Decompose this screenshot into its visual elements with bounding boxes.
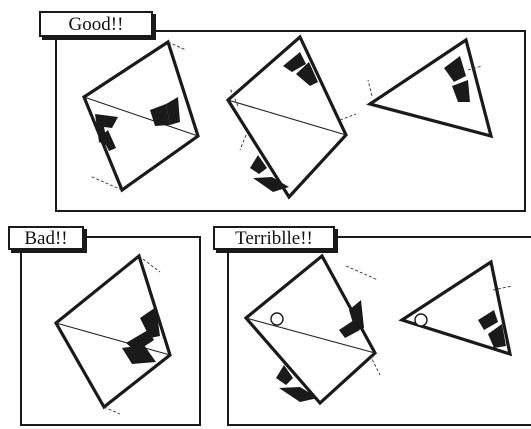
terrible-figure-1: [246, 256, 380, 403]
good-figure-2-mark-bottom: [250, 155, 289, 192]
bad-figure-mark: [122, 307, 160, 364]
good-figure-3: [368, 40, 491, 136]
terrible-figure-2: [402, 262, 512, 354]
good-figure-2-mark-top: [283, 52, 318, 86]
good-figure-3-mark: [444, 56, 470, 102]
good-figure-1-mark-a: [95, 114, 118, 151]
good-figure-1: [84, 42, 198, 190]
bad-label: Bad!!: [8, 226, 84, 250]
terrible-figure-1-mark-top: [339, 300, 364, 338]
terrible-figure-1-mark-bottom: [276, 365, 318, 402]
good-label: Good!!: [39, 11, 153, 37]
bad-figure: [56, 256, 170, 414]
good-figure-1-mark-b: [150, 97, 180, 126]
terrible-label: Terriblle!!: [213, 226, 335, 250]
good-figure-3-outline: [370, 40, 491, 136]
terrible-figure-1-circle: [271, 313, 283, 325]
good-figure-2: [228, 37, 356, 197]
terrible-figure-2-circle: [415, 314, 427, 326]
